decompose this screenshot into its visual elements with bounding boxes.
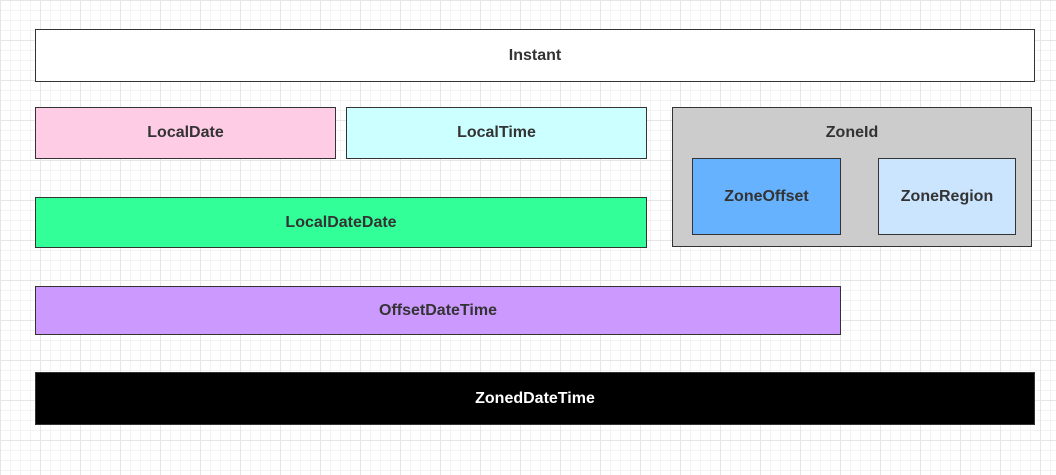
zoneregion-box: ZoneRegion	[878, 158, 1016, 235]
localtime-box: LocalTime	[346, 107, 647, 159]
localdatedate-box: LocalDateDate	[35, 197, 647, 248]
localdate-label: LocalDate	[147, 124, 224, 141]
zoneregion-label: ZoneRegion	[900, 187, 994, 205]
localdatedate-label: LocalDateDate	[285, 213, 397, 231]
zoneoffset-label: ZoneOffset	[724, 187, 809, 205]
zoneddatetime-label: ZonedDateTime	[475, 389, 595, 407]
zoneid-label: ZoneId	[825, 124, 879, 141]
offsetdatetime-label: OffsetDateTime	[379, 301, 497, 319]
instant-box: Instant	[35, 29, 1035, 82]
instant-label: Instant	[508, 46, 562, 64]
localtime-label: LocalTime	[457, 124, 536, 141]
offsetdatetime-box: OffsetDateTime	[35, 286, 841, 335]
zoneoffset-box: ZoneOffset	[692, 158, 841, 235]
zoneddatetime-box: ZonedDateTime	[35, 372, 1035, 425]
localdate-box: LocalDate	[35, 107, 336, 159]
